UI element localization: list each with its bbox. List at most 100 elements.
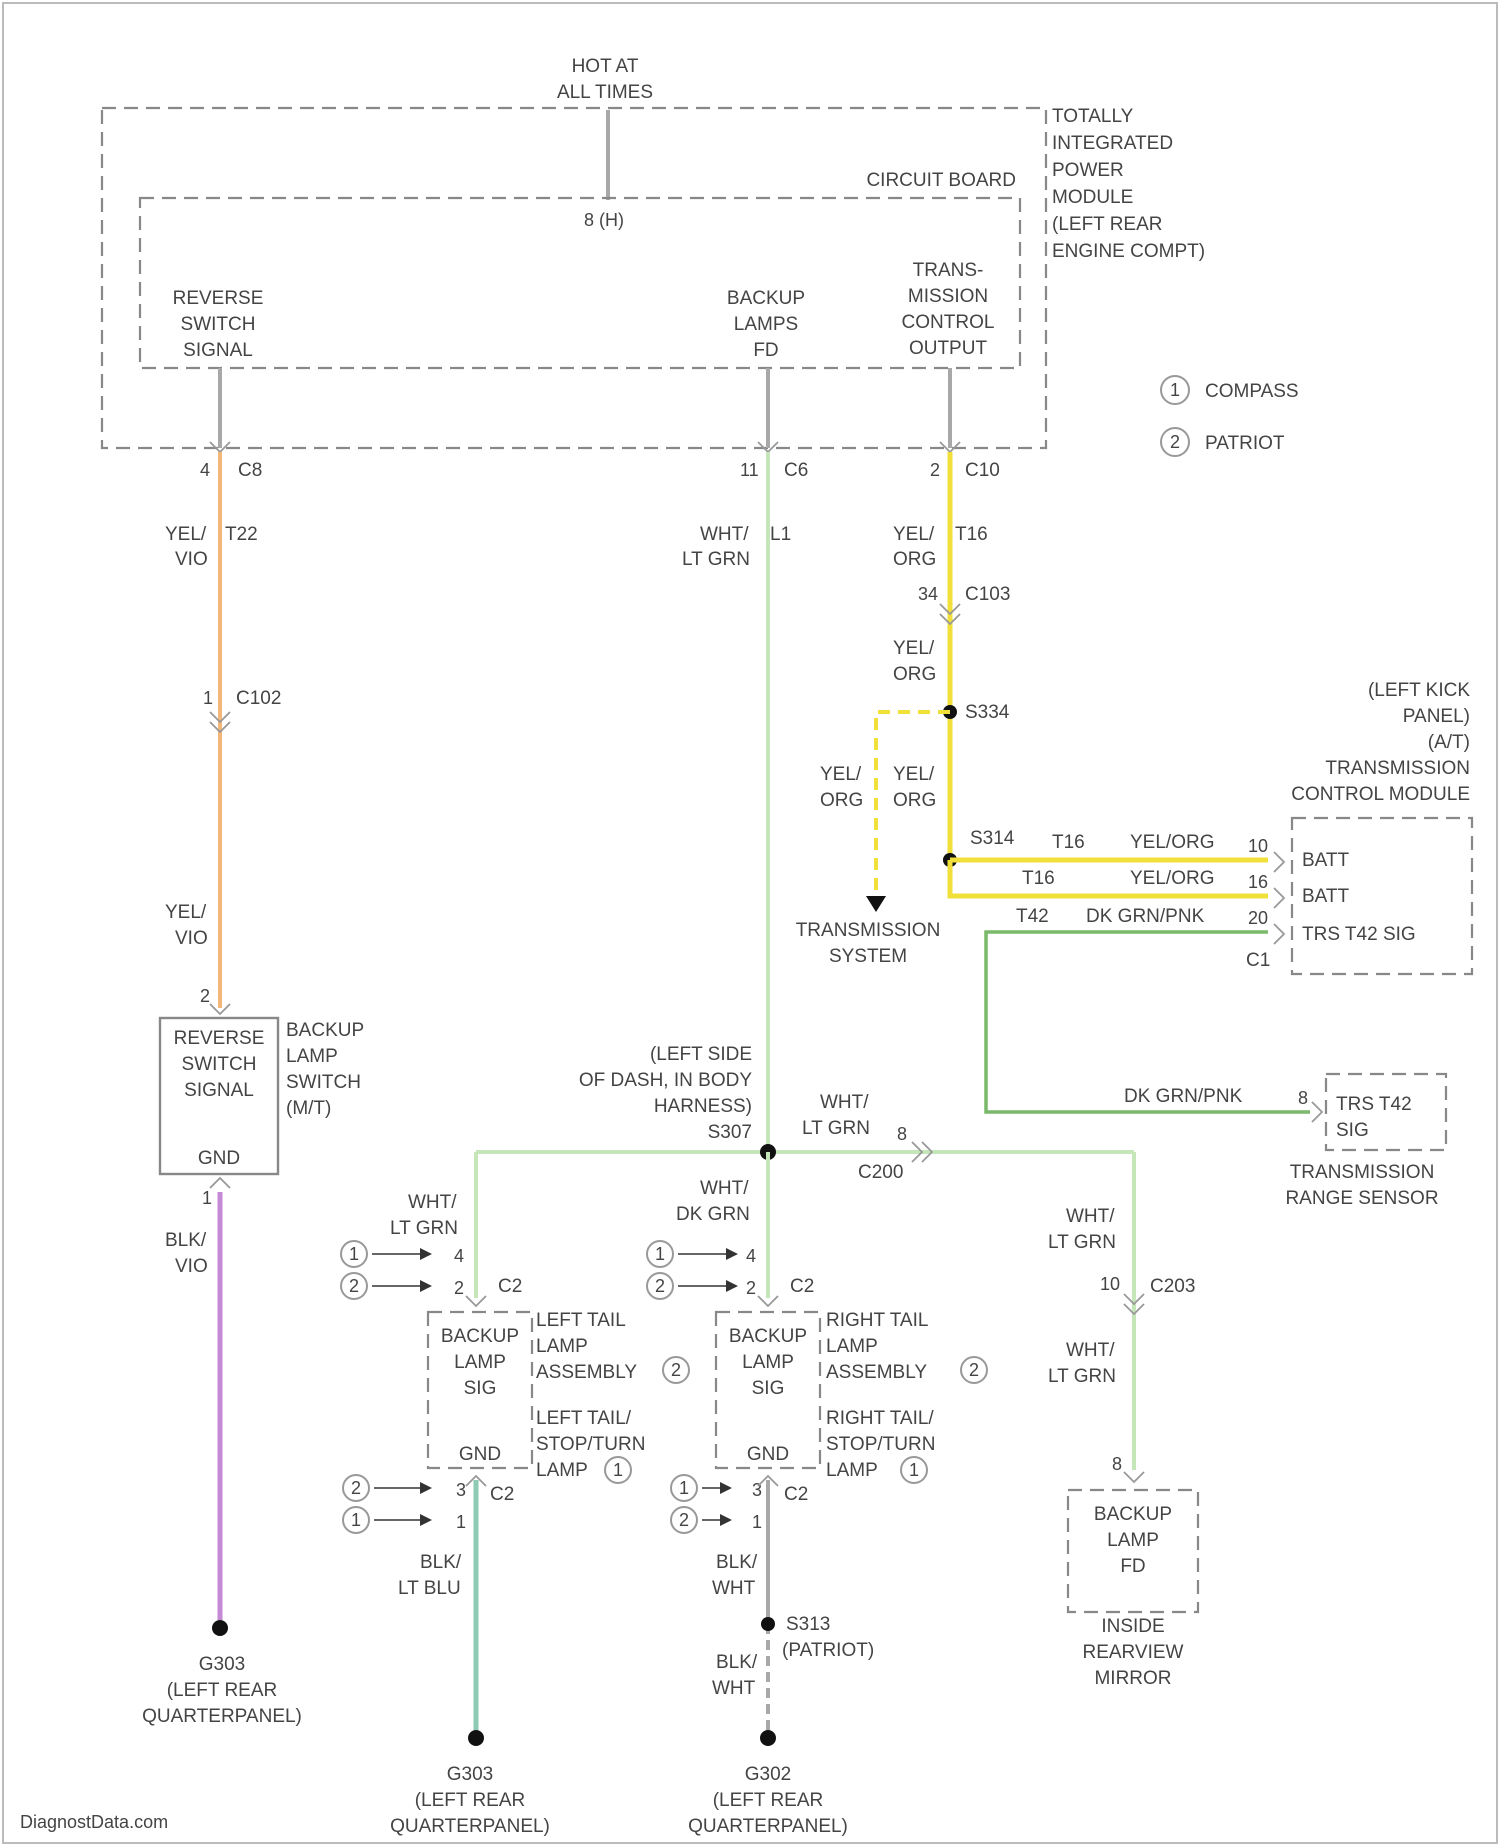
left-lamp-pin-selectors: 1 2 4 2 C2: [341, 1241, 522, 1306]
svg-text:1: 1: [679, 1478, 689, 1498]
ground-g302: [760, 1730, 776, 1746]
svg-text:T22: T22: [225, 524, 258, 545]
svg-text:BACKUP: BACKUP: [729, 1326, 807, 1347]
svg-text:34: 34: [918, 584, 938, 604]
trs-connector: [1312, 1102, 1322, 1122]
svg-text:ORG: ORG: [820, 790, 863, 811]
svg-text:INSIDE: INSIDE: [1101, 1616, 1164, 1637]
svg-text:QUARTERPANEL): QUARTERPANEL): [688, 1816, 848, 1837]
svg-text:BLK/: BLK/: [716, 1652, 758, 1673]
ground-g303-left: [212, 1620, 228, 1636]
hot-label-1: HOT AT: [572, 56, 639, 77]
svg-text:TRANSMISSION: TRANSMISSION: [796, 920, 941, 941]
svg-text:1: 1: [349, 1244, 359, 1264]
svg-text:RIGHT TAIL/: RIGHT TAIL/: [826, 1408, 934, 1429]
inside-rearview-mirror-label: INSIDE REARVIEW MIRROR: [1082, 1616, 1183, 1689]
svg-text:OUTPUT: OUTPUT: [909, 338, 988, 359]
svg-text:GND: GND: [747, 1444, 789, 1465]
svg-text:RIGHT TAIL: RIGHT TAIL: [826, 1310, 928, 1331]
svg-text:3: 3: [456, 1480, 466, 1500]
svg-text:C10: C10: [965, 460, 1000, 481]
svg-text:WHT: WHT: [712, 1578, 756, 1599]
svg-text:C203: C203: [1150, 1276, 1195, 1297]
s334-label: S334: [965, 702, 1010, 723]
svg-text:YEL/: YEL/: [893, 524, 935, 545]
svg-text:S307: S307: [708, 1122, 752, 1143]
svg-text:WHT/: WHT/: [1066, 1206, 1115, 1227]
svg-text:WHT/: WHT/: [820, 1092, 869, 1113]
svg-text:STOP/TURN: STOP/TURN: [826, 1434, 935, 1455]
g303-left-label: G303 (LEFT REAR QUARTERPANEL): [142, 1654, 302, 1727]
svg-text:C2: C2: [784, 1484, 808, 1505]
svg-text:LT GRN: LT GRN: [682, 549, 750, 570]
svg-text:HARNESS): HARNESS): [654, 1096, 752, 1117]
svg-text:VIO: VIO: [175, 1256, 208, 1277]
svg-text:CONTROL: CONTROL: [902, 312, 995, 333]
svg-text:COMPASS: COMPASS: [1205, 381, 1299, 402]
svg-text:C200: C200: [858, 1162, 903, 1183]
svg-text:POWER: POWER: [1052, 160, 1124, 181]
tcm-batt1: BATT: [1302, 850, 1350, 871]
svg-text:WHT: WHT: [712, 1678, 756, 1699]
svg-text:YEL/: YEL/: [165, 524, 207, 545]
wire-label-blk-wht-1: BLK/ WHT: [712, 1552, 758, 1599]
hot-label-2: ALL TIMES: [557, 82, 653, 103]
svg-text:LT GRN: LT GRN: [1048, 1366, 1116, 1387]
right-lamp-pin-selectors: 1 2 4 2 C2: [647, 1241, 814, 1306]
svg-text:VIO: VIO: [175, 549, 208, 570]
svg-text:2: 2: [351, 1478, 361, 1498]
svg-text:LAMP: LAMP: [826, 1336, 878, 1357]
svg-text:MIRROR: MIRROR: [1094, 1668, 1171, 1689]
svg-text:LAMP: LAMP: [454, 1352, 506, 1373]
tcm-batt2: BATT: [1302, 886, 1350, 907]
backup-lamp-switch: 2 REVERSE SWITCH SIGNAL GND 1: [160, 986, 278, 1208]
circuit-board-label: CIRCUIT BOARD: [866, 170, 1016, 191]
svg-text:LAMP: LAMP: [826, 1460, 878, 1481]
svg-text:SIG: SIG: [752, 1378, 785, 1399]
svg-text:2: 2: [655, 1276, 665, 1296]
tcm-c1: C1: [1246, 950, 1270, 971]
svg-text:SIG: SIG: [464, 1378, 497, 1399]
svg-text:SIGNAL: SIGNAL: [184, 1080, 254, 1101]
svg-text:2: 2: [969, 1360, 979, 1380]
svg-text:LAMP: LAMP: [1107, 1530, 1159, 1551]
connector-c203: 10 C203: [1100, 1274, 1195, 1314]
svg-text:BACKUP: BACKUP: [286, 1020, 364, 1041]
svg-text:10: 10: [1248, 836, 1268, 856]
backup-lamp-switch-label: BACKUP LAMP SWITCH (M/T): [286, 1020, 364, 1119]
backup-lamps-fd-label: BACKUP LAMPS FD: [727, 288, 805, 361]
svg-text:VIO: VIO: [175, 928, 208, 949]
wire-label-t22: YEL/ VIO T22: [165, 524, 258, 570]
wire-label-right-lamp: WHT/ DK GRN: [676, 1178, 750, 1225]
trs-pin: 8: [1298, 1088, 1308, 1108]
svg-text:2: 2: [454, 1278, 464, 1298]
svg-text:C8: C8: [238, 460, 262, 481]
g303-mid-label: G303 (LEFT REAR QUARTERPANEL): [390, 1764, 550, 1837]
wire-dk-grn-pnk-1-label: DK GRN/PNK: [1086, 906, 1205, 927]
svg-text:MODULE: MODULE: [1052, 187, 1133, 208]
svg-text:YEL/: YEL/: [893, 764, 935, 785]
svg-text:LAMP: LAMP: [286, 1046, 338, 1067]
wire-label-left-lamp: WHT/ LT GRN: [390, 1192, 458, 1239]
svg-text:LT GRN: LT GRN: [1048, 1232, 1116, 1253]
transmission-control-output-label: TRANS- MISSION CONTROL OUTPUT: [902, 260, 995, 359]
tcm-pins: 10 16 20: [1248, 836, 1284, 944]
tipm-label: TOTALLY INTEGRATED POWER MODULE (LEFT RE…: [1052, 106, 1205, 262]
wire-label-yel-org-right: YEL/ ORG: [893, 764, 936, 811]
svg-text:2: 2: [671, 1360, 681, 1380]
svg-text:ASSEMBLY: ASSEMBLY: [536, 1362, 637, 1383]
svg-text:16: 16: [1248, 872, 1268, 892]
svg-text:LAMPS: LAMPS: [734, 314, 798, 335]
splice-s313: [761, 1617, 775, 1631]
svg-text:1: 1: [655, 1244, 665, 1264]
svg-text:4: 4: [200, 460, 210, 480]
connector-c103: 34 C103: [918, 584, 1010, 624]
wire-label-t16a: YEL/ ORG T16: [893, 524, 988, 570]
svg-text:BACKUP: BACKUP: [1094, 1504, 1172, 1525]
svg-text:WHT/: WHT/: [408, 1192, 457, 1213]
svg-text:(M/T): (M/T): [286, 1098, 331, 1119]
trans-system-arrow: [866, 896, 886, 912]
svg-text:GND: GND: [459, 1444, 501, 1465]
wire-label-l1: WHT/ LT GRN L1: [682, 524, 791, 570]
ground-g303-mid: [468, 1730, 484, 1746]
